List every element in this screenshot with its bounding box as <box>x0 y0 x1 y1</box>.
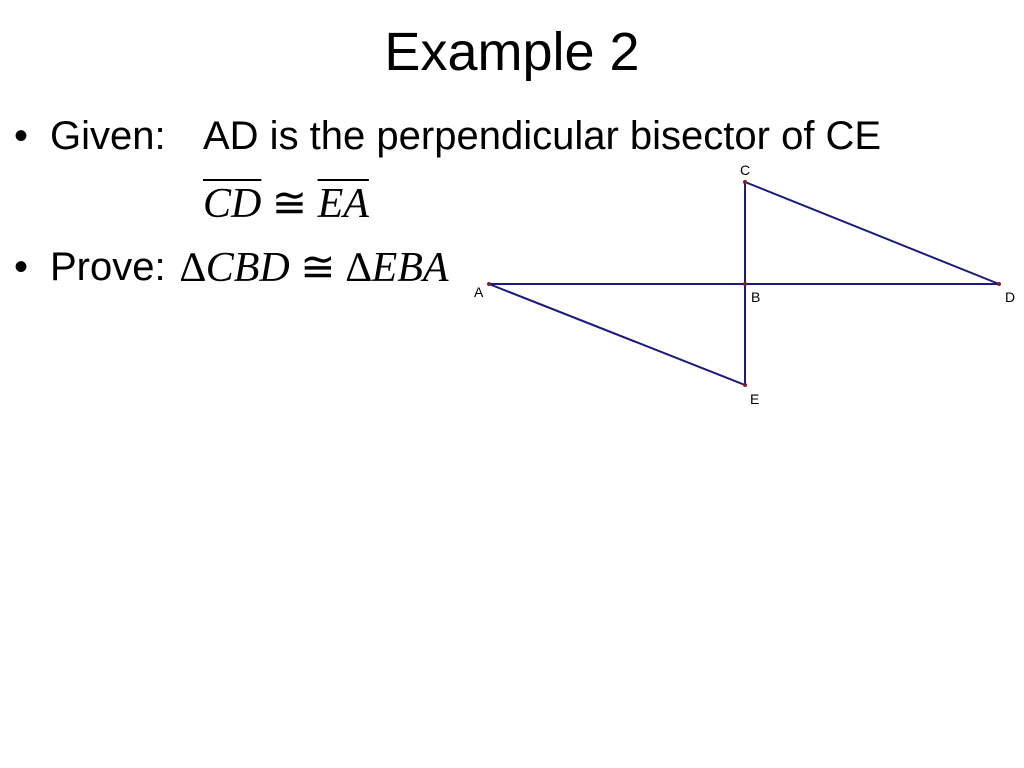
label-c: C <box>740 162 750 178</box>
triangle-symbol: ∆ <box>345 245 372 291</box>
point-d <box>997 282 1001 286</box>
label-e: E <box>750 391 759 407</box>
segment-ea: EA <box>317 181 369 227</box>
label-a: A <box>474 284 484 300</box>
segment-cd: CD <box>203 181 262 227</box>
prove-congruence: ∆CBD ≅ ∆EBA <box>180 243 449 293</box>
congruent-symbol: ≅ <box>300 245 336 291</box>
prove-label: Prove: <box>50 245 166 289</box>
prove-bullet: • Prove: <box>14 243 166 291</box>
congruent-symbol: ≅ <box>271 181 308 227</box>
point-c <box>743 180 747 184</box>
label-d: D <box>1005 289 1015 305</box>
triangle-eba: EBA <box>371 245 449 291</box>
triangle-symbol: ∆ <box>180 245 206 291</box>
point-e <box>743 383 747 387</box>
triangle-cbd: CBD <box>205 245 290 291</box>
segment-ae-line <box>488 283 746 386</box>
slide-title: Example 2 <box>384 22 640 82</box>
bullet-marker: • <box>14 245 29 289</box>
bullet-marker: • <box>14 114 29 158</box>
point-a <box>487 282 491 286</box>
given-statement: AD is the perpendicular bisector of CE <box>203 114 882 158</box>
given-label: Given: <box>50 114 166 158</box>
given-bullet: • Given: <box>14 112 166 160</box>
given-congruence: CD ≅ EA <box>203 179 369 229</box>
point-b <box>743 282 747 286</box>
segment-cd-line <box>744 181 1000 285</box>
label-b: B <box>751 289 760 305</box>
